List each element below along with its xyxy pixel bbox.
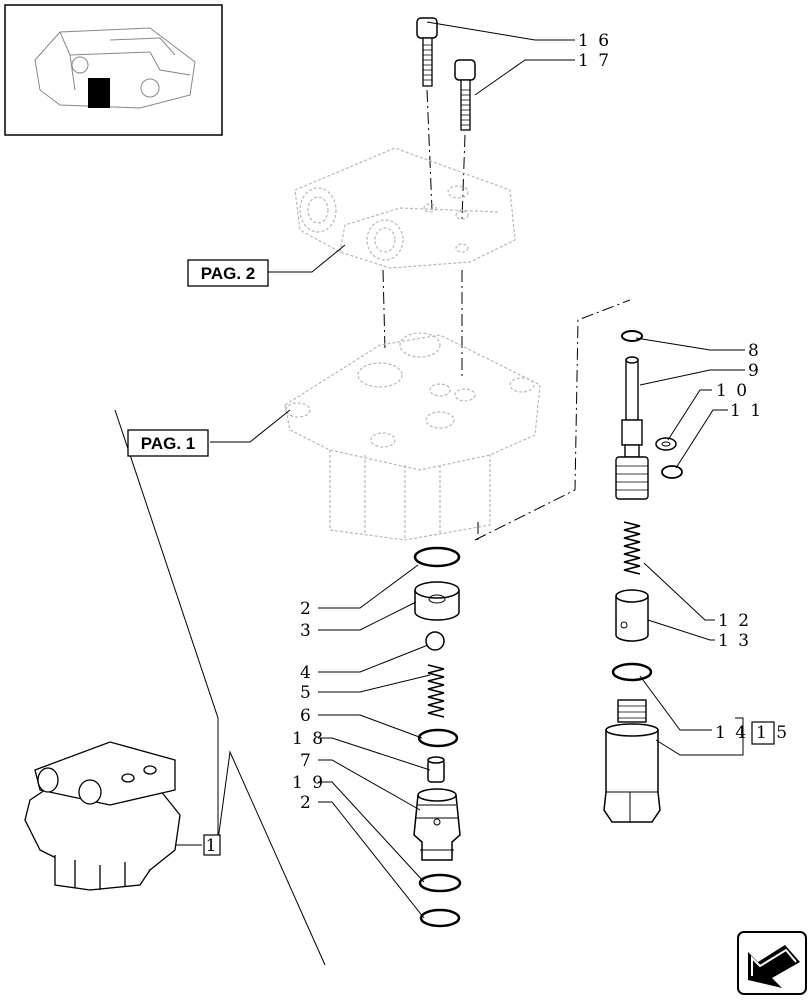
label-15-box: 1 5 xyxy=(751,721,789,745)
lower-valve-body-ghost xyxy=(284,332,541,541)
label-3: 3 xyxy=(300,621,313,641)
label-19: 1 9 xyxy=(292,773,325,793)
label-7: 7 xyxy=(300,751,313,771)
assembly-thumbnail xyxy=(24,741,181,891)
bolt-17 xyxy=(454,59,476,131)
o-ring-6 xyxy=(417,728,459,748)
upper-valve-block-ghost xyxy=(294,147,516,269)
o-ring-8 xyxy=(621,330,643,342)
bolt-16 xyxy=(416,17,438,87)
washer-10 xyxy=(655,437,677,451)
previous-page-arrow-icon[interactable] xyxy=(737,931,807,995)
label-16: 1 6 xyxy=(578,31,611,51)
o-ring-14 xyxy=(611,662,653,682)
label-2-upper: 2 xyxy=(300,599,313,619)
valve-body-7 xyxy=(413,788,461,861)
label-9: 9 xyxy=(748,361,761,381)
label-8: 8 xyxy=(748,341,761,361)
ball-4 xyxy=(425,631,445,651)
svg-text:1: 1 xyxy=(206,836,219,856)
label-1: 1 xyxy=(203,834,221,856)
pag1-label: PAG. 1 xyxy=(141,434,195,453)
label-6: 6 xyxy=(300,706,313,726)
label-17: 1 7 xyxy=(578,51,611,71)
label-11: 1 1 xyxy=(730,401,763,421)
spring-12 xyxy=(623,521,641,575)
pag2-label: PAG. 2 xyxy=(201,264,255,283)
label-18: 1 8 xyxy=(292,729,325,749)
plug-15 xyxy=(603,699,661,823)
sleeve-18 xyxy=(427,756,445,783)
piston-13 xyxy=(615,589,649,642)
label-4: 4 xyxy=(300,663,313,683)
plug-3 xyxy=(414,581,460,621)
o-ring-11 xyxy=(661,465,683,479)
pag1-reference[interactable]: PAG. 1 xyxy=(127,429,209,457)
label-13: 1 3 xyxy=(718,631,751,651)
label-15: 1 5 xyxy=(756,723,789,743)
thumbnail-overview xyxy=(4,4,223,136)
label-5: 5 xyxy=(300,683,313,703)
label-2-lower: 2 xyxy=(300,793,313,813)
spool-9 xyxy=(615,356,649,500)
o-ring-2-lower xyxy=(419,908,461,928)
label-10: 1 0 xyxy=(716,381,749,401)
spring-5 xyxy=(427,664,445,718)
label-14: 1 4 xyxy=(715,723,748,743)
o-ring-2-upper xyxy=(413,546,461,568)
label-12: 1 2 xyxy=(718,611,751,631)
o-ring-19 xyxy=(418,873,462,893)
pag2-reference[interactable]: PAG. 2 xyxy=(187,259,269,287)
